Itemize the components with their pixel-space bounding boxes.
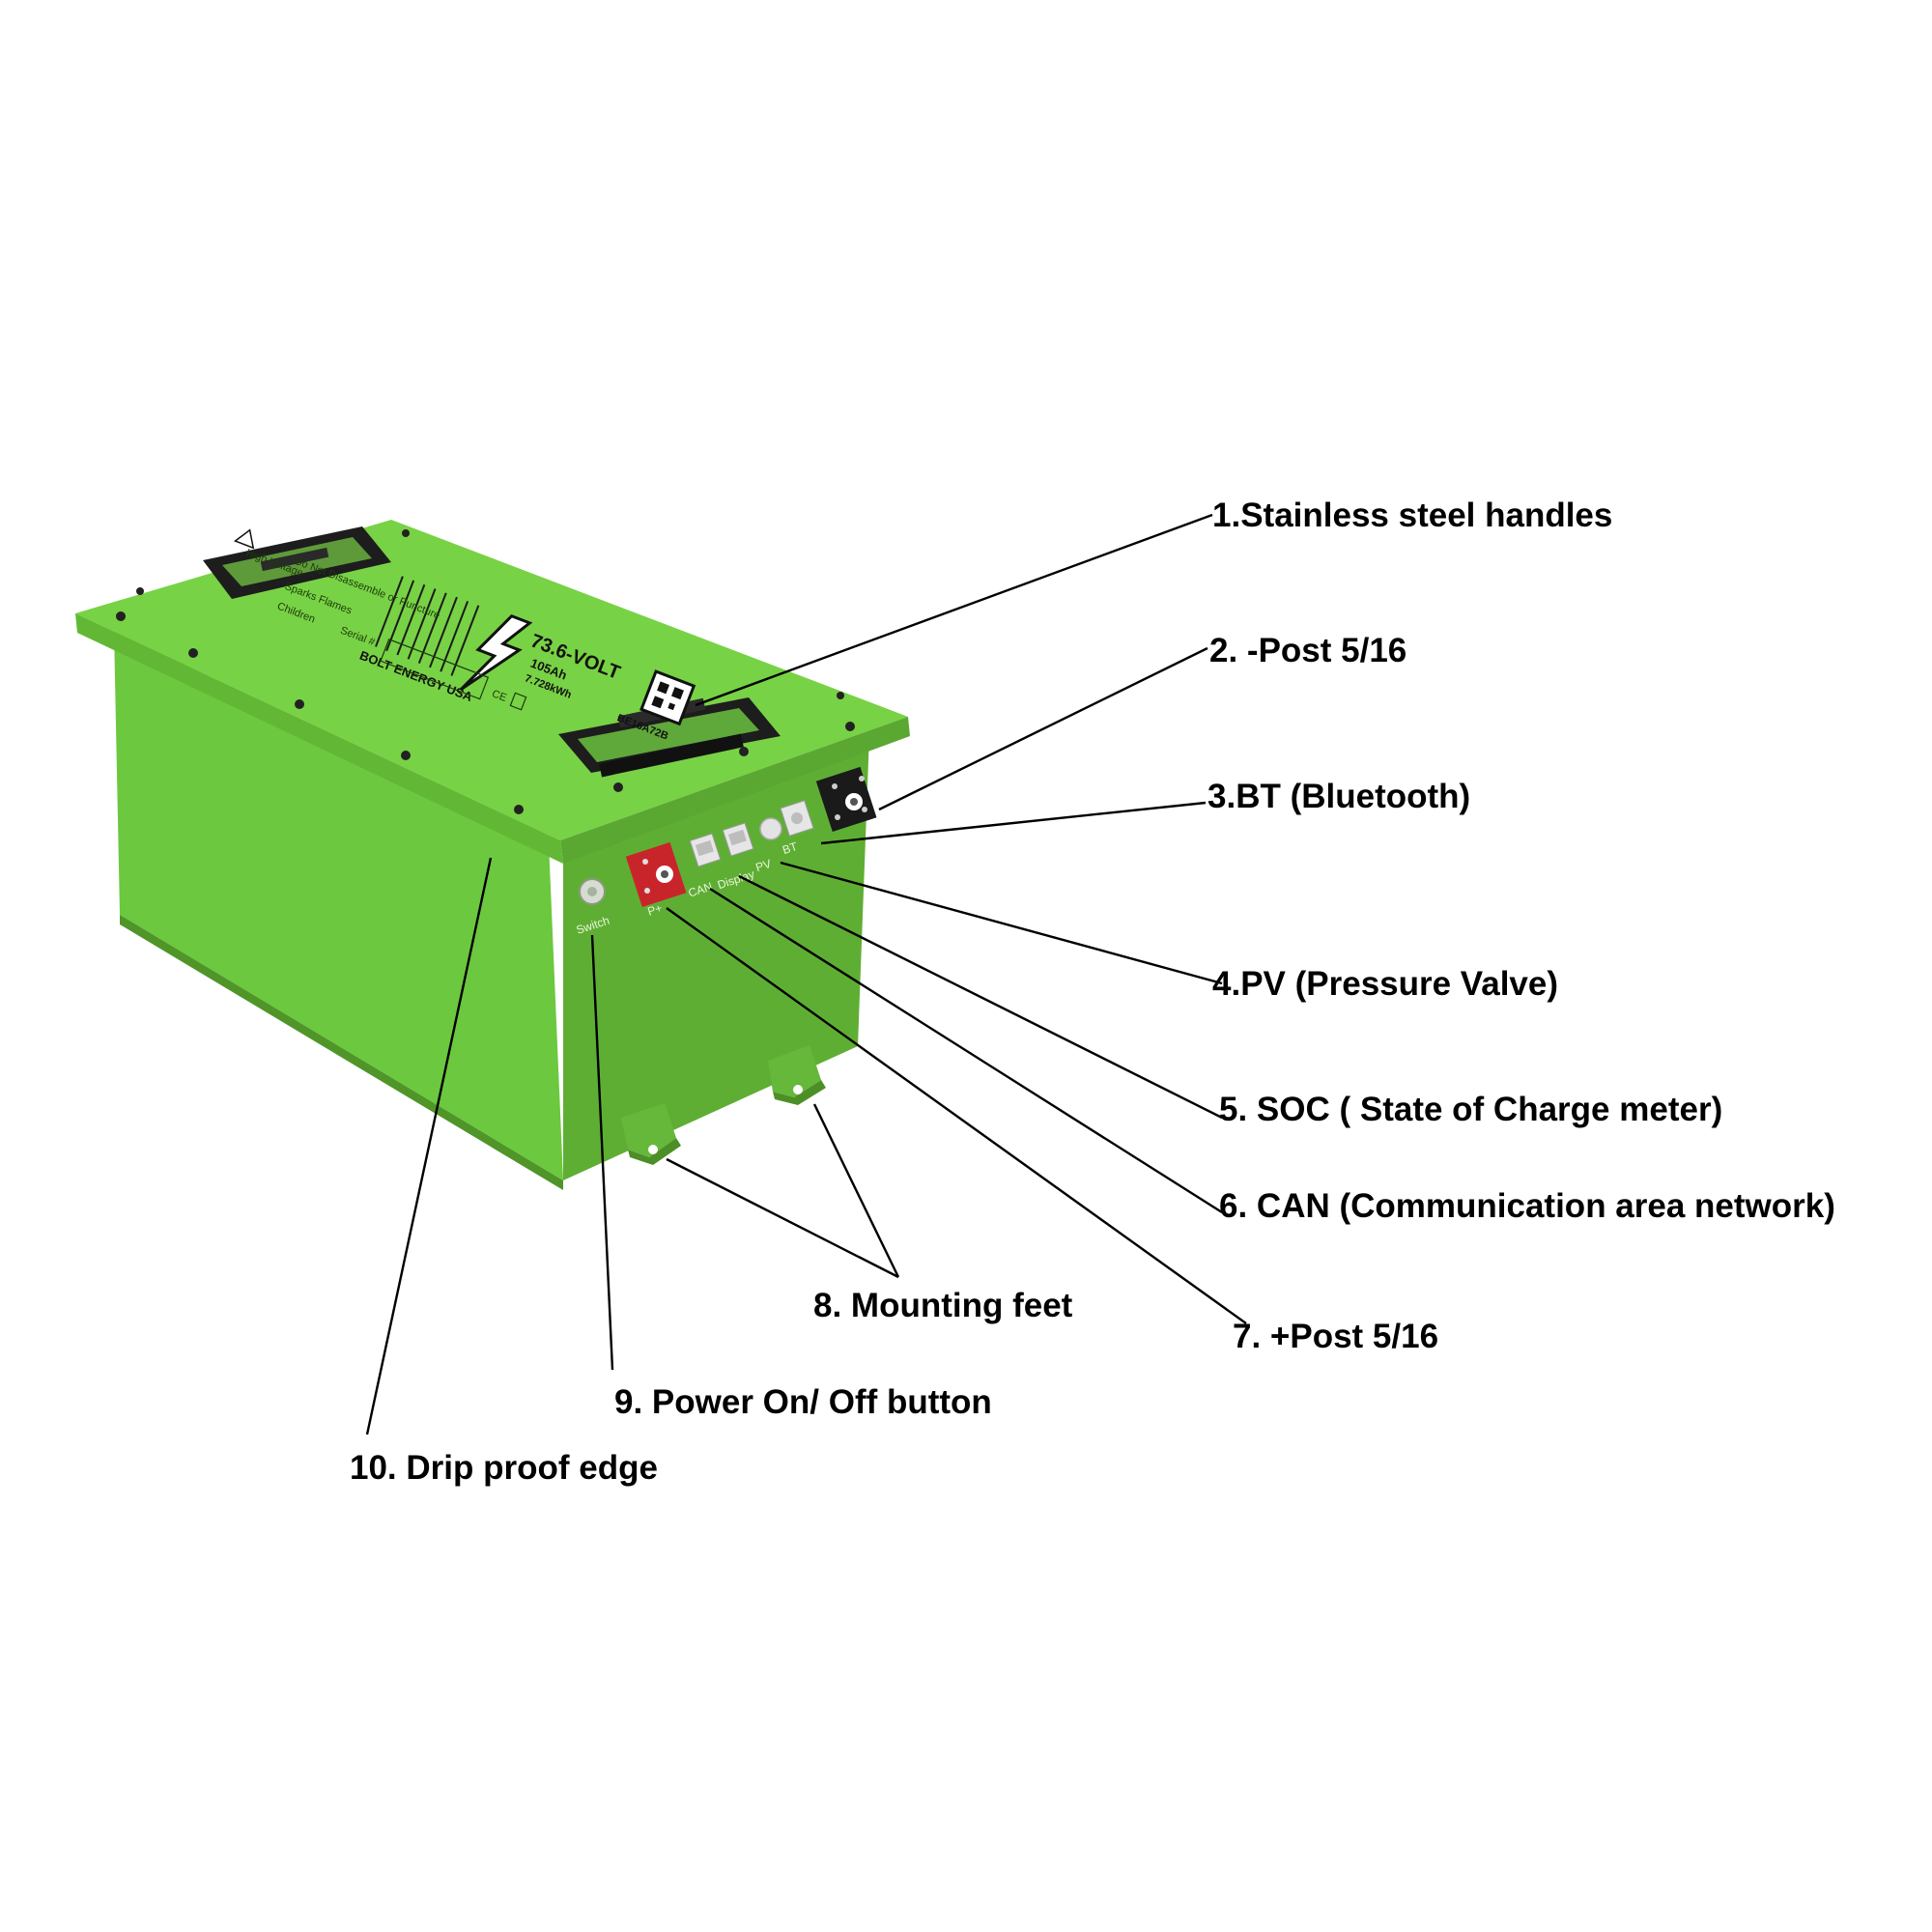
hatched-panel [375,576,480,676]
battery: 73.6-VOLT 105Ah 7.728kWh BOLT ENERGY USA… [75,520,910,1190]
warning-triangle-icon [233,528,255,550]
callout-8: 8. Mounting feet [813,1287,1073,1324]
callout-7: 7. +Post 5/16 [1233,1318,1438,1355]
recycle-bin-icon [509,692,527,711]
bt-label: BT [781,839,800,857]
callout-10: 10. Drip proof edge [350,1449,658,1487]
mounting-foot-left [621,1103,681,1165]
mounting-foot-right [768,1045,826,1105]
serial-box [380,639,490,700]
leader-drip-edge [365,857,493,1435]
leader-bluetooth [820,801,1207,845]
front-ports: Switch P+ CAN Display PV BT [575,766,877,937]
callout-1: 1.Stainless steel handles [1212,497,1612,534]
pv-label: PV [754,857,774,874]
qr-code-icon [639,669,696,726]
callout-6: 6. CAN (Communication area network) [1219,1187,1835,1225]
pressure-valve [759,817,782,840]
lid-left-lip [75,613,563,864]
leader-lines [365,513,1247,1435]
leader-switch [590,934,614,1371]
lightning-bolt-icon [459,613,533,692]
leader-positive-post [666,907,1247,1324]
battery-bottom-shadow [120,915,563,1190]
callout-4: 4.PV (Pressure Valve) [1212,965,1558,1003]
leader-negative-post [878,646,1208,811]
ce-mark-icon: CE [490,688,508,704]
rear-handle [203,526,391,599]
callout-3: 3.BT (Bluetooth) [1208,778,1470,815]
callout-2: 2. -Post 5/16 [1209,632,1406,669]
leader-can [709,887,1223,1214]
callout-labels: 1.Stainless steel handles 2. -Post 5/16 … [350,497,1835,1487]
mounting-feet [621,1045,826,1165]
lid-front-lip [560,717,910,864]
positive-label: P+ [646,901,665,919]
leader-foot-right [812,1103,900,1278]
callout-5: 5. SOC ( State of Charge meter) [1219,1091,1722,1128]
callout-9: 9. Power On/ Off button [614,1383,992,1421]
leader-handles [695,513,1213,707]
leader-pressure-valve [780,861,1223,985]
leader-foot-left [666,1157,899,1279]
lid-screws [116,529,855,814]
lid-top [75,520,908,840]
leader-soc [738,874,1223,1120]
